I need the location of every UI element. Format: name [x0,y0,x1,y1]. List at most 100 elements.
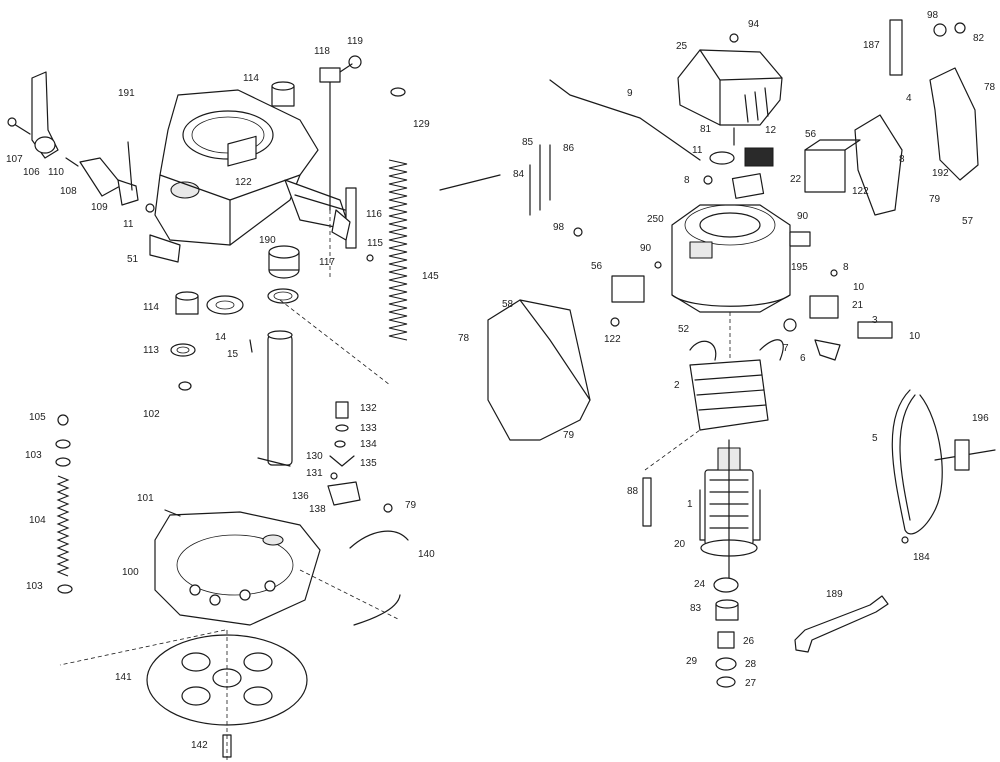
part-label: 2 [674,380,680,391]
part-label: 110 [48,167,64,178]
part-label: 10 [909,331,921,342]
part-label: 78 [984,82,996,93]
part-label: 1 [687,499,693,510]
base-housing [149,89,351,263]
cord-wire-and-brushes [439,79,701,327]
part-label: 105 [29,412,46,423]
part-label: 22 [790,174,802,185]
part-label: 4 [906,93,912,104]
part-label: 8 [843,262,849,273]
part-label: 114 [143,302,159,313]
part-label: 5 [872,433,878,444]
part-label: 184 [913,552,930,563]
motor-housing [671,204,791,360]
handles-right [487,19,979,441]
part-label: 116 [366,209,382,220]
part-label: 10 [853,282,865,293]
part-label: 3 [872,315,878,326]
part-label: 56 [591,261,603,272]
part-label: 78 [458,333,470,344]
part-label: 11 [123,219,134,230]
return-spring [388,159,408,341]
part-label: 57 [962,216,974,227]
part-label: 102 [143,409,160,420]
leader-lines-left [59,210,401,760]
part-label: 15 [227,349,239,360]
part-label: 8 [899,154,905,165]
part-label: 119 [347,36,363,47]
part-label: 98 [927,10,939,21]
part-label: 85 [522,137,534,148]
part-label: 28 [745,659,757,670]
part-label: 12 [765,125,777,136]
shaft-bolt [642,429,701,527]
part-label: 190 [259,235,276,246]
part-label: 56 [805,129,817,140]
part-label: 88 [627,486,639,497]
part-label: 141 [115,672,132,683]
part-label: 79 [405,500,417,511]
part-label: 145 [422,271,439,282]
part-label: 106 [23,167,40,178]
part-label: 122 [604,334,621,345]
part-label: 79 [563,430,575,441]
part-label: 114 [243,73,259,84]
part-label: 24 [694,579,706,590]
part-label: 130 [306,451,323,462]
part-label: 58 [502,299,514,310]
part-label: 108 [60,186,77,197]
part-label: 131 [306,468,323,479]
collet-parts [713,577,739,688]
part-label: 117 [319,257,335,268]
part-label: 250 [647,214,664,225]
part-label: 83 [690,603,702,614]
part-label: 103 [25,450,42,461]
depth-rod-assembly [319,55,374,262]
part-label: 81 [700,124,712,135]
part-label: 195 [791,262,808,273]
part-label: 101 [137,493,154,504]
part-label: 104 [29,515,46,526]
part-label: 26 [743,636,755,647]
part-label: 11 [692,145,703,156]
armature-field [689,318,797,541]
part-label: 122 [852,186,869,197]
part-label: 82 [973,33,985,44]
rod-and-tube [257,245,300,467]
part-label: 90 [640,243,652,254]
part-label: 51 [127,254,139,265]
part-label: 140 [418,549,435,560]
part-label: 132 [360,403,377,414]
part-label: 122 [235,177,252,188]
part-label: 79 [929,194,941,205]
part-label: 7 [783,343,789,354]
part-label: 134 [360,439,377,450]
part-label: 191 [118,88,135,99]
part-label: 94 [748,19,760,30]
part-label: 98 [553,222,565,233]
part-label: 86 [563,143,575,154]
part-label: 133 [360,423,377,434]
part-label: 189 [826,589,843,600]
small-parts-left [170,81,406,391]
part-label: 118 [314,46,330,57]
handle-and-knob-left [7,71,155,213]
part-label: 136 [292,491,309,502]
part-label: 9 [627,88,633,99]
switch-parts [654,231,893,361]
part-label: 115 [367,238,383,249]
part-label: 196 [972,413,989,424]
part-label: 84 [513,169,525,180]
part-label: 14 [215,332,227,343]
part-label: 27 [745,678,757,689]
part-label: 6 [800,353,806,364]
part-label: 8 [684,175,690,186]
wrench [794,595,889,653]
cord [891,389,996,544]
lock-spring-left [55,414,73,594]
part-label: 100 [122,567,139,578]
part-label: 29 [686,656,698,667]
part-label: 192 [932,168,949,179]
part-label: 25 [676,41,688,52]
motor-cap [677,33,783,126]
